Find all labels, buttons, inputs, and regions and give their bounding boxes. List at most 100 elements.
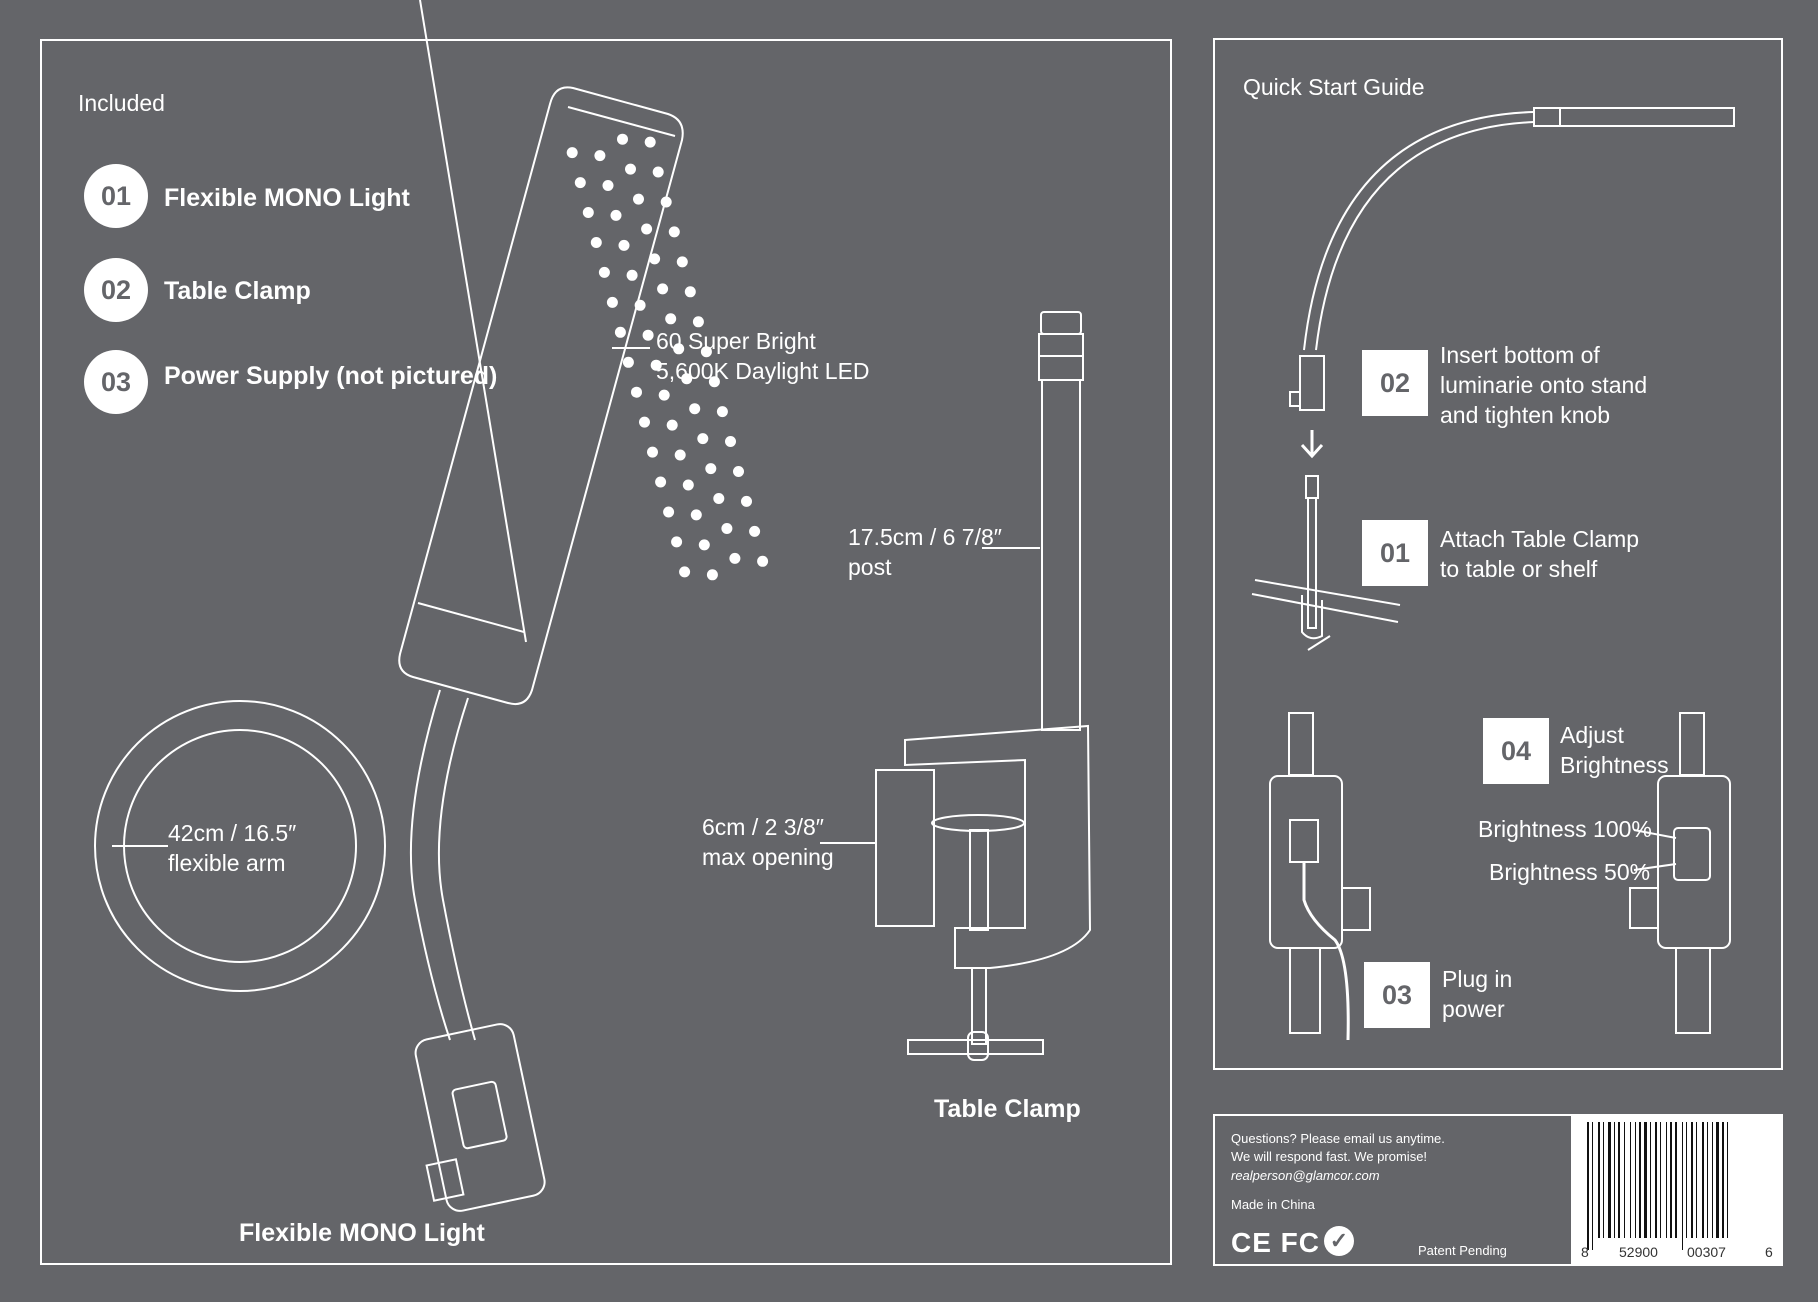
callout-led: 60 Super Bright 5,600K Daylight LED (656, 328, 870, 384)
barcode-digits-right: 00307 (1687, 1244, 1726, 1260)
led-dot (679, 566, 691, 578)
led-dot (713, 493, 725, 504)
led-dot (674, 449, 686, 461)
barcode-bar (1635, 1122, 1636, 1238)
led-dot (622, 356, 634, 368)
barcode-digit-first: 8 (1581, 1244, 1589, 1260)
barcode-bar (1587, 1122, 1589, 1250)
led-dot (721, 523, 733, 534)
led-dot (650, 359, 662, 371)
mono-light-drawing (94, 0, 684, 1212)
caption-clamp: Table Clamp (934, 1095, 1081, 1123)
barcode-bar (1608, 1122, 1611, 1238)
barcode-bar (1614, 1122, 1615, 1238)
led-dot (582, 207, 594, 218)
led-dot (634, 299, 646, 311)
led-dot (725, 436, 736, 447)
step-text-attach: Attach Table Clamp to table or shelf (1440, 526, 1640, 582)
barcode-bar (1722, 1122, 1724, 1238)
led-dot (642, 329, 654, 341)
info-made-in: Made in China (1231, 1197, 1315, 1212)
barcode-bar (1716, 1122, 1719, 1238)
barcode-bar (1660, 1122, 1661, 1238)
item-label-power: Power Supply (not pictured) (164, 362, 498, 390)
brightness-low-label: Brightness 50% (1489, 859, 1651, 885)
barcode-bar (1691, 1122, 1693, 1238)
led-dot (705, 463, 717, 475)
callout-arm: 42cm / 16.5″ flexible arm (168, 820, 297, 876)
barcode-bar (1702, 1122, 1704, 1238)
table-clamp-drawing (820, 311, 1092, 1061)
led-dot (602, 180, 614, 191)
barcode-bar (1650, 1122, 1651, 1238)
led-dot (729, 552, 741, 564)
led-dot (716, 406, 728, 418)
step-number-03: 03 (1364, 962, 1430, 1028)
quick-start-panel (1213, 38, 1783, 1070)
included-panel (40, 39, 1172, 1265)
led-dot (657, 283, 669, 295)
step-number-02: 02 (1362, 350, 1428, 416)
step-text-plug: Plug in power (1442, 966, 1513, 1022)
led-dot (757, 555, 769, 567)
led-dot (666, 419, 678, 431)
barcode: 8 52900 00307 6 (1571, 1114, 1783, 1266)
led-dot (700, 346, 712, 358)
callout-opening: 6cm / 2 3/8″ max opening (702, 814, 834, 870)
barcode-bar (1603, 1122, 1604, 1238)
item-number-03: 03 (84, 350, 148, 414)
led-dot (690, 509, 702, 521)
led-dot (606, 296, 618, 308)
barcode-bar (1707, 1122, 1708, 1238)
led-dot (681, 373, 693, 385)
led-dot (676, 256, 688, 268)
item-number-02: 02 (84, 258, 148, 322)
barcode-bar (1618, 1122, 1620, 1238)
barcode-bar (1682, 1122, 1683, 1250)
included-title: Included (78, 90, 165, 116)
led-dot (625, 163, 636, 175)
led-dot (617, 133, 628, 145)
led-dot (598, 266, 610, 278)
led-dot (682, 479, 694, 491)
barcode-bar (1727, 1122, 1728, 1238)
certification-marks: CE FC (1231, 1227, 1320, 1258)
led-dot (658, 389, 670, 401)
led-dot (641, 223, 653, 235)
barcode-bar (1598, 1122, 1600, 1238)
barcode-bar (1712, 1122, 1713, 1238)
led-dot (644, 136, 656, 148)
led-dot (698, 539, 710, 551)
info-questions: Questions? Please email us anytime. (1231, 1131, 1445, 1146)
barcode-bar (1630, 1122, 1631, 1238)
step-text-insert: Insert bottom of luminarie onto stand an… (1440, 342, 1648, 428)
led-dot (652, 166, 664, 178)
led-dot (594, 150, 606, 162)
item-label-light: Flexible MONO Light (164, 184, 410, 212)
led-dot (614, 326, 626, 338)
info-promise: We will respond fast. We promise! (1231, 1149, 1428, 1164)
barcode-digits-left: 52900 (1619, 1244, 1658, 1260)
barcode-bar (1639, 1122, 1641, 1238)
caption-light: Flexible MONO Light (239, 1219, 485, 1247)
led-dot (566, 147, 578, 159)
barcode-digit-last: 6 (1765, 1244, 1773, 1260)
led-dot (618, 239, 630, 251)
led-dot (692, 316, 704, 328)
quickstart-plug-drawing (1269, 712, 1371, 1041)
led-dot (665, 313, 677, 325)
led-dot (574, 177, 586, 189)
led-dot (708, 376, 720, 388)
barcode-bar (1644, 1122, 1647, 1238)
led-dot (655, 476, 667, 488)
barcode-bar (1686, 1122, 1687, 1238)
led-dot (673, 343, 685, 355)
info-email: realperson@glamcor.com (1231, 1168, 1380, 1183)
led-dot (741, 495, 752, 507)
barcode-bar (1592, 1122, 1593, 1250)
quickstart-brightness-drawing (1629, 712, 1731, 1034)
step-text-brightness: Adjust Brightness (1560, 722, 1669, 778)
brightness-high-label: Brightness 100% (1478, 816, 1652, 842)
